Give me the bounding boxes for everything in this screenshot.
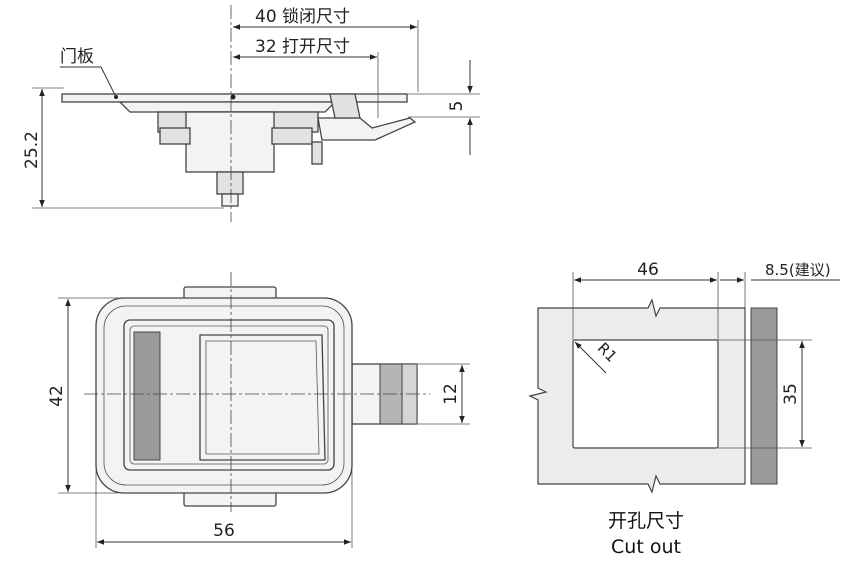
side-strip bbox=[750, 307, 778, 485]
flange-inner-edge bbox=[103, 305, 345, 486]
front-width-text: 56 bbox=[213, 521, 235, 541]
cutout-hole bbox=[572, 339, 719, 449]
cutout-caption-en: Cut out bbox=[611, 536, 681, 558]
latch-lever bbox=[329, 93, 361, 119]
radius-leader bbox=[574, 341, 607, 374]
thickness-dimension-text: 5 bbox=[447, 101, 467, 112]
tray-shade bbox=[133, 331, 161, 461]
height-dimension-text: 25.2 bbox=[22, 131, 42, 169]
front-view: 42 56 12 bbox=[47, 272, 470, 548]
side-view: 40 锁闭尺寸 32 打开尺寸 门板 25.2 5 bbox=[22, 5, 480, 222]
door-panel-label: 门板 bbox=[60, 47, 94, 67]
spring-clip bbox=[311, 141, 323, 165]
bolt-dimension-text: 12 bbox=[441, 383, 461, 405]
tray-inner bbox=[129, 325, 329, 465]
stud bbox=[221, 193, 239, 207]
paddle-handle bbox=[199, 334, 326, 461]
open-dimension-text: 32 打开尺寸 bbox=[255, 37, 350, 57]
cutout-caption-cn: 开孔尺寸 bbox=[608, 510, 684, 532]
side-cap-right bbox=[271, 127, 313, 145]
label-leader bbox=[100, 66, 117, 98]
front-height-text: 42 bbox=[47, 385, 67, 407]
lock-dimension-text: 40 锁闭尺寸 bbox=[255, 7, 350, 27]
cutout-height-text: 35 bbox=[781, 383, 801, 405]
side-cap-left bbox=[159, 127, 191, 145]
lock-housing bbox=[185, 111, 275, 173]
cutout-width-text: 46 bbox=[637, 260, 659, 280]
nut bbox=[216, 171, 244, 195]
latch-bolt bbox=[317, 117, 417, 141]
flange bbox=[118, 101, 337, 113]
cutout-view: 46 8.5(建议) R1 35 开孔尺寸 Cut out bbox=[528, 260, 840, 558]
center-point bbox=[230, 94, 236, 100]
paddle-inner bbox=[205, 340, 320, 455]
offset-dimension-text: 8.5(建议) bbox=[765, 261, 831, 279]
